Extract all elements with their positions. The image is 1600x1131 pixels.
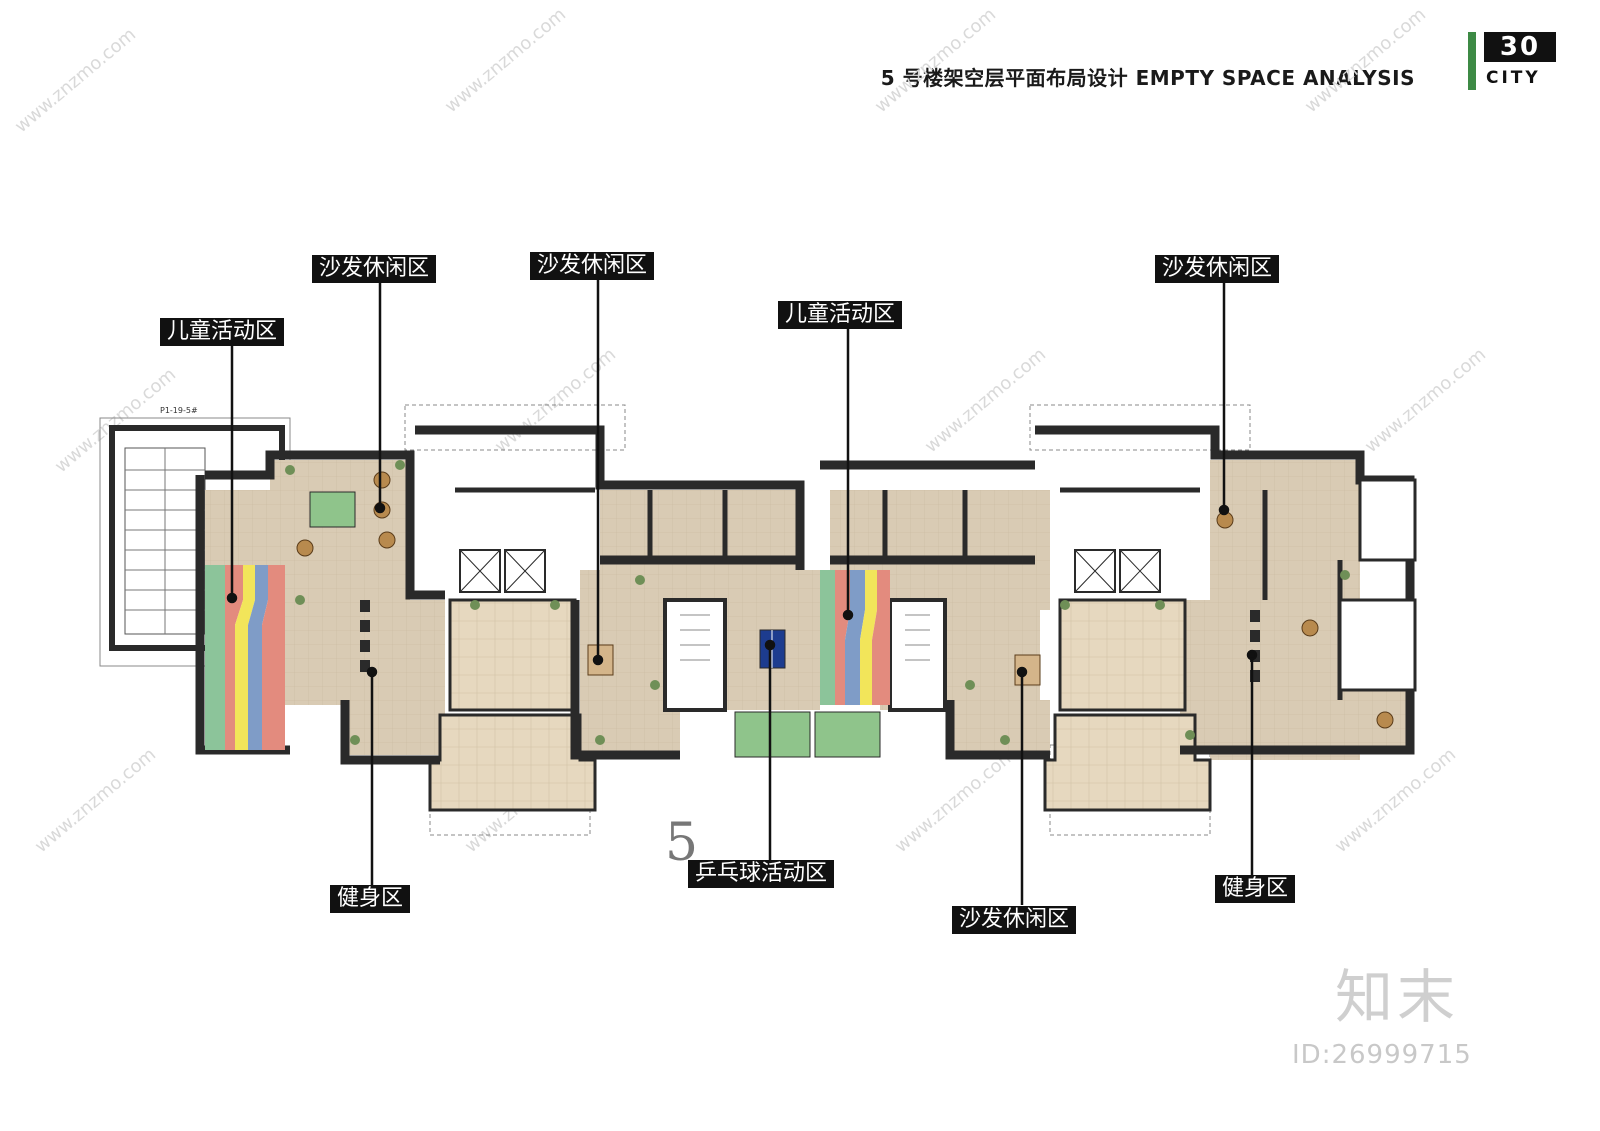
logo-text: CITY [1486,68,1541,88]
callout-kids-area-1: 儿童活动区 [160,318,285,346]
brand-logo: 30 CITY [1468,32,1558,90]
watermark-id: ID:26999715 [1292,1040,1472,1070]
callout-kids-area-2: 儿童活动区 [778,301,903,329]
elevators [459,549,1161,593]
callout-gym-2: 健身区 [1215,875,1296,903]
logo-bar [1468,32,1476,90]
callout-sofa-lounge-1: 沙发休闲区 [312,255,437,283]
page-title: 5 号楼架空层平面布局设计 EMPTY SPACE ANALYSIS [880,66,1415,90]
callout-sofa-lounge-2: 沙发休闲区 [530,252,655,280]
drawing-note: P1-19-5# [160,406,198,415]
right-bathroom [1338,478,1417,692]
lawns [309,491,881,758]
logo-number: 30 [1484,32,1556,62]
kids-play-area-center [820,570,890,705]
walls [195,425,1415,765]
planters [285,460,1350,745]
seating-clusters [296,471,1394,729]
kids-play-area-left [205,565,285,750]
callout-gym-1: 健身区 [330,885,411,913]
callout-sofa-lounge-4: 沙发休闲区 [952,906,1077,934]
callout-sofa-lounge-3: 沙发休闲区 [1155,255,1280,283]
lobby-floors [428,598,1212,812]
stair-cores [663,598,947,712]
leader-lines [226,280,1258,905]
watermark-logo: 知末 [1335,963,1460,1031]
interior-walls [455,487,1343,700]
callout-pingpong-area: 乒乓球活动区 [688,860,835,888]
